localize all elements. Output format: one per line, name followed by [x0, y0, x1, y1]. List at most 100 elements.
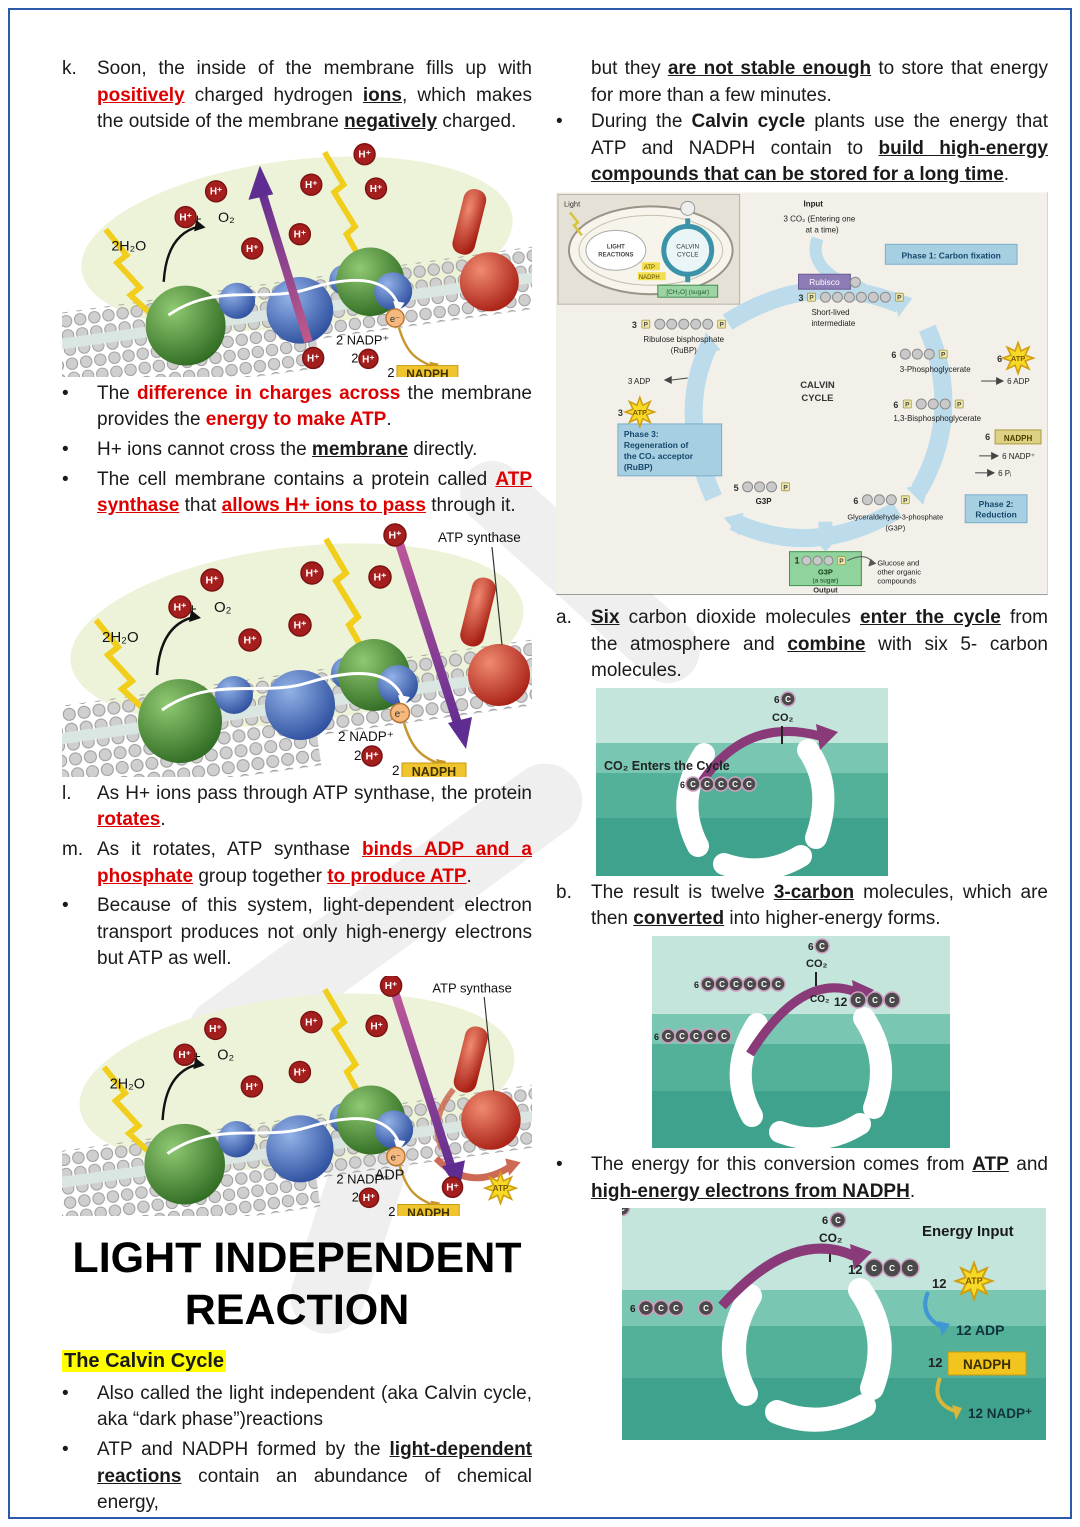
light-bolt — [93, 617, 151, 715]
bullet-item: • The energy for this conversion comes f… — [556, 1152, 1048, 1205]
bullet-marker: • — [62, 1382, 69, 1404]
cycle-arc — [722, 280, 903, 330]
atp-star: ATP — [954, 1261, 994, 1301]
adp-label: ADP — [375, 1167, 405, 1183]
nadph-box — [947, 1351, 1027, 1376]
svg-text:6: 6 — [853, 496, 858, 506]
water-split-arrow — [162, 225, 200, 282]
cycle-ring — [729, 1012, 768, 1127]
svg-text:C: C — [704, 780, 710, 789]
svg-text:H⁺: H⁺ — [294, 1067, 307, 1078]
left-column: k. Soon, the inside of the membrane fill… — [62, 56, 532, 1520]
cycle-ring — [769, 1112, 871, 1148]
svg-text:ATP: ATP — [965, 1276, 982, 1286]
h-plus-ion: H⁺ — [301, 346, 325, 369]
svg-text:ATP: ATP — [1011, 354, 1025, 363]
svg-text:C: C — [719, 980, 725, 989]
oxygen-label: O₂ — [217, 1047, 234, 1063]
oxygen-label: O₂ — [218, 210, 235, 226]
svg-text:ATP: ATP — [644, 265, 655, 271]
svg-text:P: P — [809, 295, 814, 302]
nadp-label: 12 NADP⁺ — [968, 1406, 1032, 1421]
svg-text:Glyceraldehyde-3-phosphate: Glyceraldehyde-3-phosphate — [847, 513, 943, 522]
svg-text:Phase 2:: Phase 2: — [979, 499, 1014, 509]
svg-text:3 ADP: 3 ADP — [628, 377, 651, 386]
svg-text:12: 12 — [932, 1276, 946, 1291]
list-marker: k. — [62, 58, 77, 79]
h-plus-ion: H⁺ — [288, 222, 312, 246]
svg-text:2 NADP⁺: 2 NADP⁺ — [338, 729, 394, 744]
svg-text:12: 12 — [848, 1262, 862, 1277]
svg-text:H⁺: H⁺ — [305, 180, 317, 191]
svg-text:NADPH: NADPH — [639, 275, 660, 281]
cycle-ring — [676, 742, 715, 857]
svg-text:(RuBP): (RuBP) — [671, 346, 697, 355]
svg-text:H⁺: H⁺ — [446, 1182, 459, 1193]
svg-text:C: C — [889, 996, 895, 1005]
nadph-box — [994, 429, 1042, 445]
svg-text:NADPH: NADPH — [963, 1357, 1011, 1372]
svg-text:(G3P): (G3P) — [885, 524, 905, 533]
svg-text:3: 3 — [618, 408, 623, 418]
conversion-arrow — [746, 983, 858, 1057]
pga-chain: 6 P 3-Phosphoglycerate — [891, 348, 971, 374]
bullet-item: • The cell membrane contains a protein c… — [62, 467, 532, 520]
cycle-ring — [853, 1006, 893, 1119]
h-plus-ion: H⁺ — [174, 205, 197, 229]
h-plus-ion: H⁺ — [300, 561, 324, 585]
nadph-arrow — [397, 326, 436, 369]
svg-text:H⁺: H⁺ — [173, 601, 187, 613]
h-plus-ion: H⁺ — [200, 568, 224, 592]
carbon-atom: C — [814, 938, 830, 954]
svg-text:(RuBP): (RuBP) — [624, 462, 653, 472]
svg-text:Reduction: Reduction — [975, 510, 1016, 520]
svg-text:P: P — [903, 497, 908, 504]
oxygen-label: O₂ — [214, 599, 232, 616]
bullet-item: • ATP and NADPH formed by the light-depe… — [62, 1437, 532, 1517]
cycle-arc — [684, 340, 722, 502]
svg-text:e⁻: e⁻ — [391, 1152, 401, 1163]
svg-text:other organic: other organic — [877, 568, 921, 577]
svg-text:C: C — [690, 780, 696, 789]
h-plus-ion: H⁺ — [361, 745, 383, 767]
atp-star: ATP — [624, 396, 656, 428]
svg-text:P: P — [957, 401, 962, 408]
svg-text:2: 2 — [352, 1190, 359, 1205]
bullet-item: • Because of this system, light-dependen… — [62, 893, 532, 973]
h-plus-ion: H⁺ — [168, 595, 192, 619]
svg-text:C: C — [889, 1264, 895, 1273]
svg-text:C: C — [622, 1208, 625, 1213]
bullet-marker: • — [62, 895, 69, 917]
carbon-atom: C — [829, 1211, 847, 1229]
svg-text:CO₂: CO₂ — [819, 1231, 842, 1245]
cycle-arc — [911, 324, 953, 495]
svg-text:H⁺: H⁺ — [362, 354, 374, 365]
svg-text:CO₂: CO₂ — [810, 994, 829, 1005]
svg-text:2: 2 — [388, 1204, 395, 1216]
bullet-item: • Also called the light independent (aka… — [62, 1381, 532, 1434]
svg-text:CYCLE: CYCLE — [801, 393, 833, 404]
light-bolt — [103, 227, 158, 320]
svg-text:CALVIN: CALVIN — [800, 380, 835, 391]
h-plus-ion: H⁺ — [358, 1187, 380, 1208]
list-marker: a. — [556, 606, 572, 628]
carbon-atom: C — [699, 776, 715, 792]
svg-text:NADPH: NADPH — [407, 1206, 450, 1216]
svg-text:3-Phosphoglycerate: 3-Phosphoglycerate — [900, 365, 971, 374]
svg-text:Regeneration of: Regeneration of — [624, 440, 689, 450]
list-item-k: k. Soon, the inside of the membrane fill… — [62, 56, 532, 136]
proton-flow-arrow — [389, 988, 458, 1175]
g3p-small-chain: 5 P G3P — [734, 481, 790, 506]
svg-text:6: 6 — [654, 1032, 659, 1042]
photosystem-ii — [138, 678, 222, 763]
svg-text:6: 6 — [774, 695, 780, 706]
svg-text:H⁺: H⁺ — [243, 634, 257, 646]
svg-text:3: 3 — [632, 320, 637, 330]
svg-text:NADPH: NADPH — [412, 765, 456, 777]
svg-text:C: C — [761, 980, 767, 989]
atp-synthase-label: ATP synthase — [438, 530, 521, 545]
output-box: 1 P G3P (a sugar) Output — [789, 551, 862, 594]
svg-text:12: 12 — [834, 995, 848, 1009]
list-item-a: a. Six carbon dioxide molecules enter th… — [556, 605, 1048, 685]
svg-text:Ribulose bisphosphate: Ribulose bisphosphate — [643, 335, 724, 344]
